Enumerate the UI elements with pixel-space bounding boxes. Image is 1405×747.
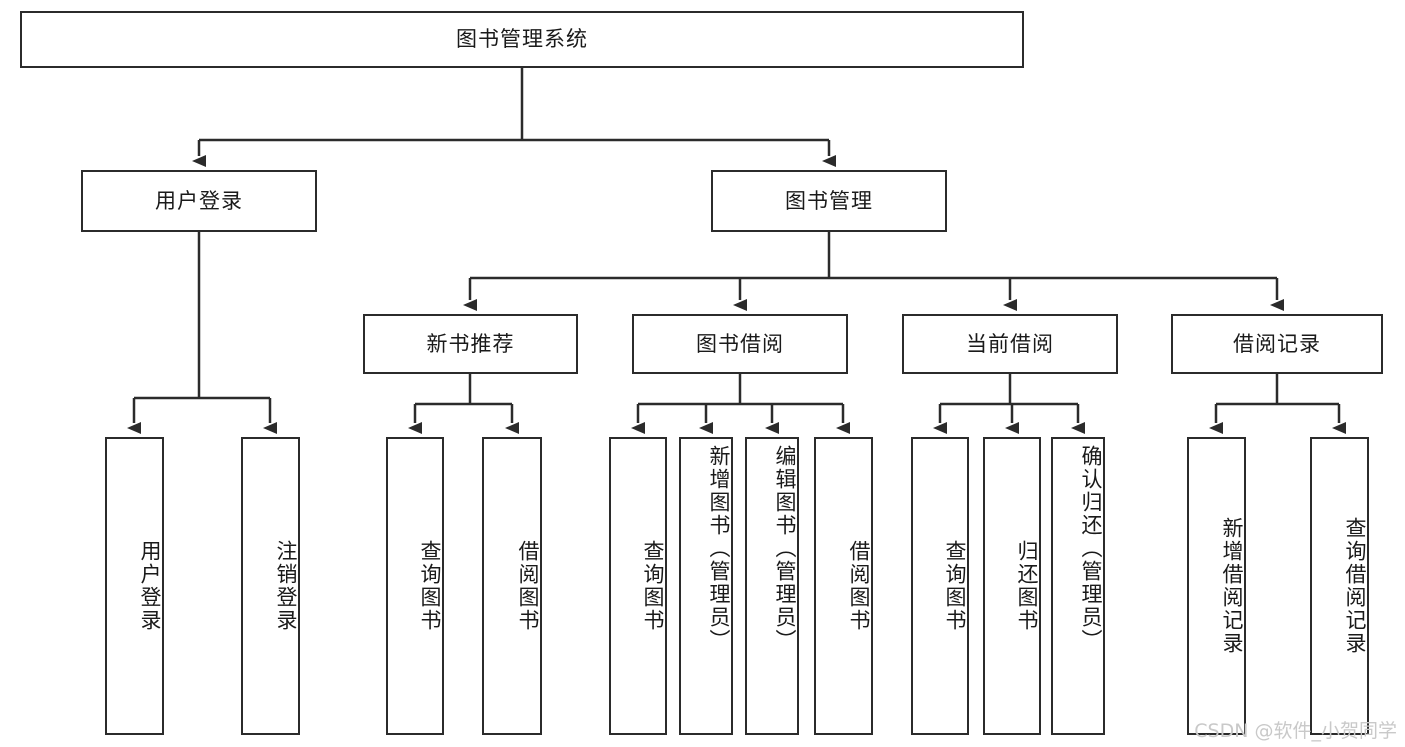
node-leaf-label: 借阅图书 [847,540,871,632]
node-leaf-confirm-return-admin[interactable]: 确认归还（管理员） [1051,437,1105,735]
node-leaf-borrow-book-2[interactable]: 借阅图书 [814,437,873,735]
node-current-borrow[interactable]: 当前借阅 [902,314,1118,374]
node-leaf-query-book-3[interactable]: 查询图书 [911,437,969,735]
csdn-watermark: CSDN @软件_小贺同学 [1194,720,1397,742]
node-book-management[interactable]: 图书管理 [711,170,947,232]
node-user-login-label: 用户登录 [155,188,243,213]
node-leaf-label: 新增借阅记录 [1220,517,1244,655]
node-leaf-add-borrow-record[interactable]: 新增借阅记录 [1187,437,1246,735]
node-book-borrow-label: 图书借阅 [696,331,784,356]
node-leaf-query-book-2[interactable]: 查询图书 [609,437,667,735]
node-leaf-return-book[interactable]: 归还图书 [983,437,1041,735]
node-leaf-label: 借阅图书 [516,540,540,632]
node-leaf-label: 用户登录 [138,540,162,632]
node-leaf-label: 查询借阅记录 [1343,517,1367,655]
node-leaf-label: 确认归还（管理员） [1079,445,1103,652]
node-leaf-label: 查询图书 [418,540,442,632]
node-leaf-label: 查询图书 [943,540,967,632]
node-book-borrow[interactable]: 图书借阅 [632,314,848,374]
node-leaf-add-book-admin[interactable]: 新增图书（管理员） [679,437,733,735]
node-leaf-borrow-book-1[interactable]: 借阅图书 [482,437,542,735]
node-user-login[interactable]: 用户登录 [81,170,317,232]
node-borrow-record[interactable]: 借阅记录 [1171,314,1383,374]
node-book-management-label: 图书管理 [785,188,873,213]
node-leaf-edit-book-admin[interactable]: 编辑图书（管理员） [745,437,799,735]
node-leaf-label: 新增图书（管理员） [707,445,731,652]
node-leaf-query-borrow-record[interactable]: 查询借阅记录 [1310,437,1369,735]
node-leaf-logout[interactable]: 注销登录 [241,437,300,735]
node-leaf-label: 编辑图书（管理员） [773,445,797,652]
node-new-book-recommend[interactable]: 新书推荐 [363,314,578,374]
node-leaf-user-login[interactable]: 用户登录 [105,437,164,735]
node-leaf-label: 注销登录 [274,540,298,632]
node-root[interactable]: 图书管理系统 [20,11,1024,68]
node-leaf-label: 归还图书 [1015,540,1039,632]
node-root-label: 图书管理系统 [456,27,588,51]
node-current-borrow-label: 当前借阅 [966,331,1054,356]
node-new-book-recommend-label: 新书推荐 [426,331,515,356]
node-borrow-record-label: 借阅记录 [1233,331,1321,356]
node-leaf-query-book-1[interactable]: 查询图书 [386,437,444,735]
node-leaf-label: 查询图书 [641,540,665,632]
